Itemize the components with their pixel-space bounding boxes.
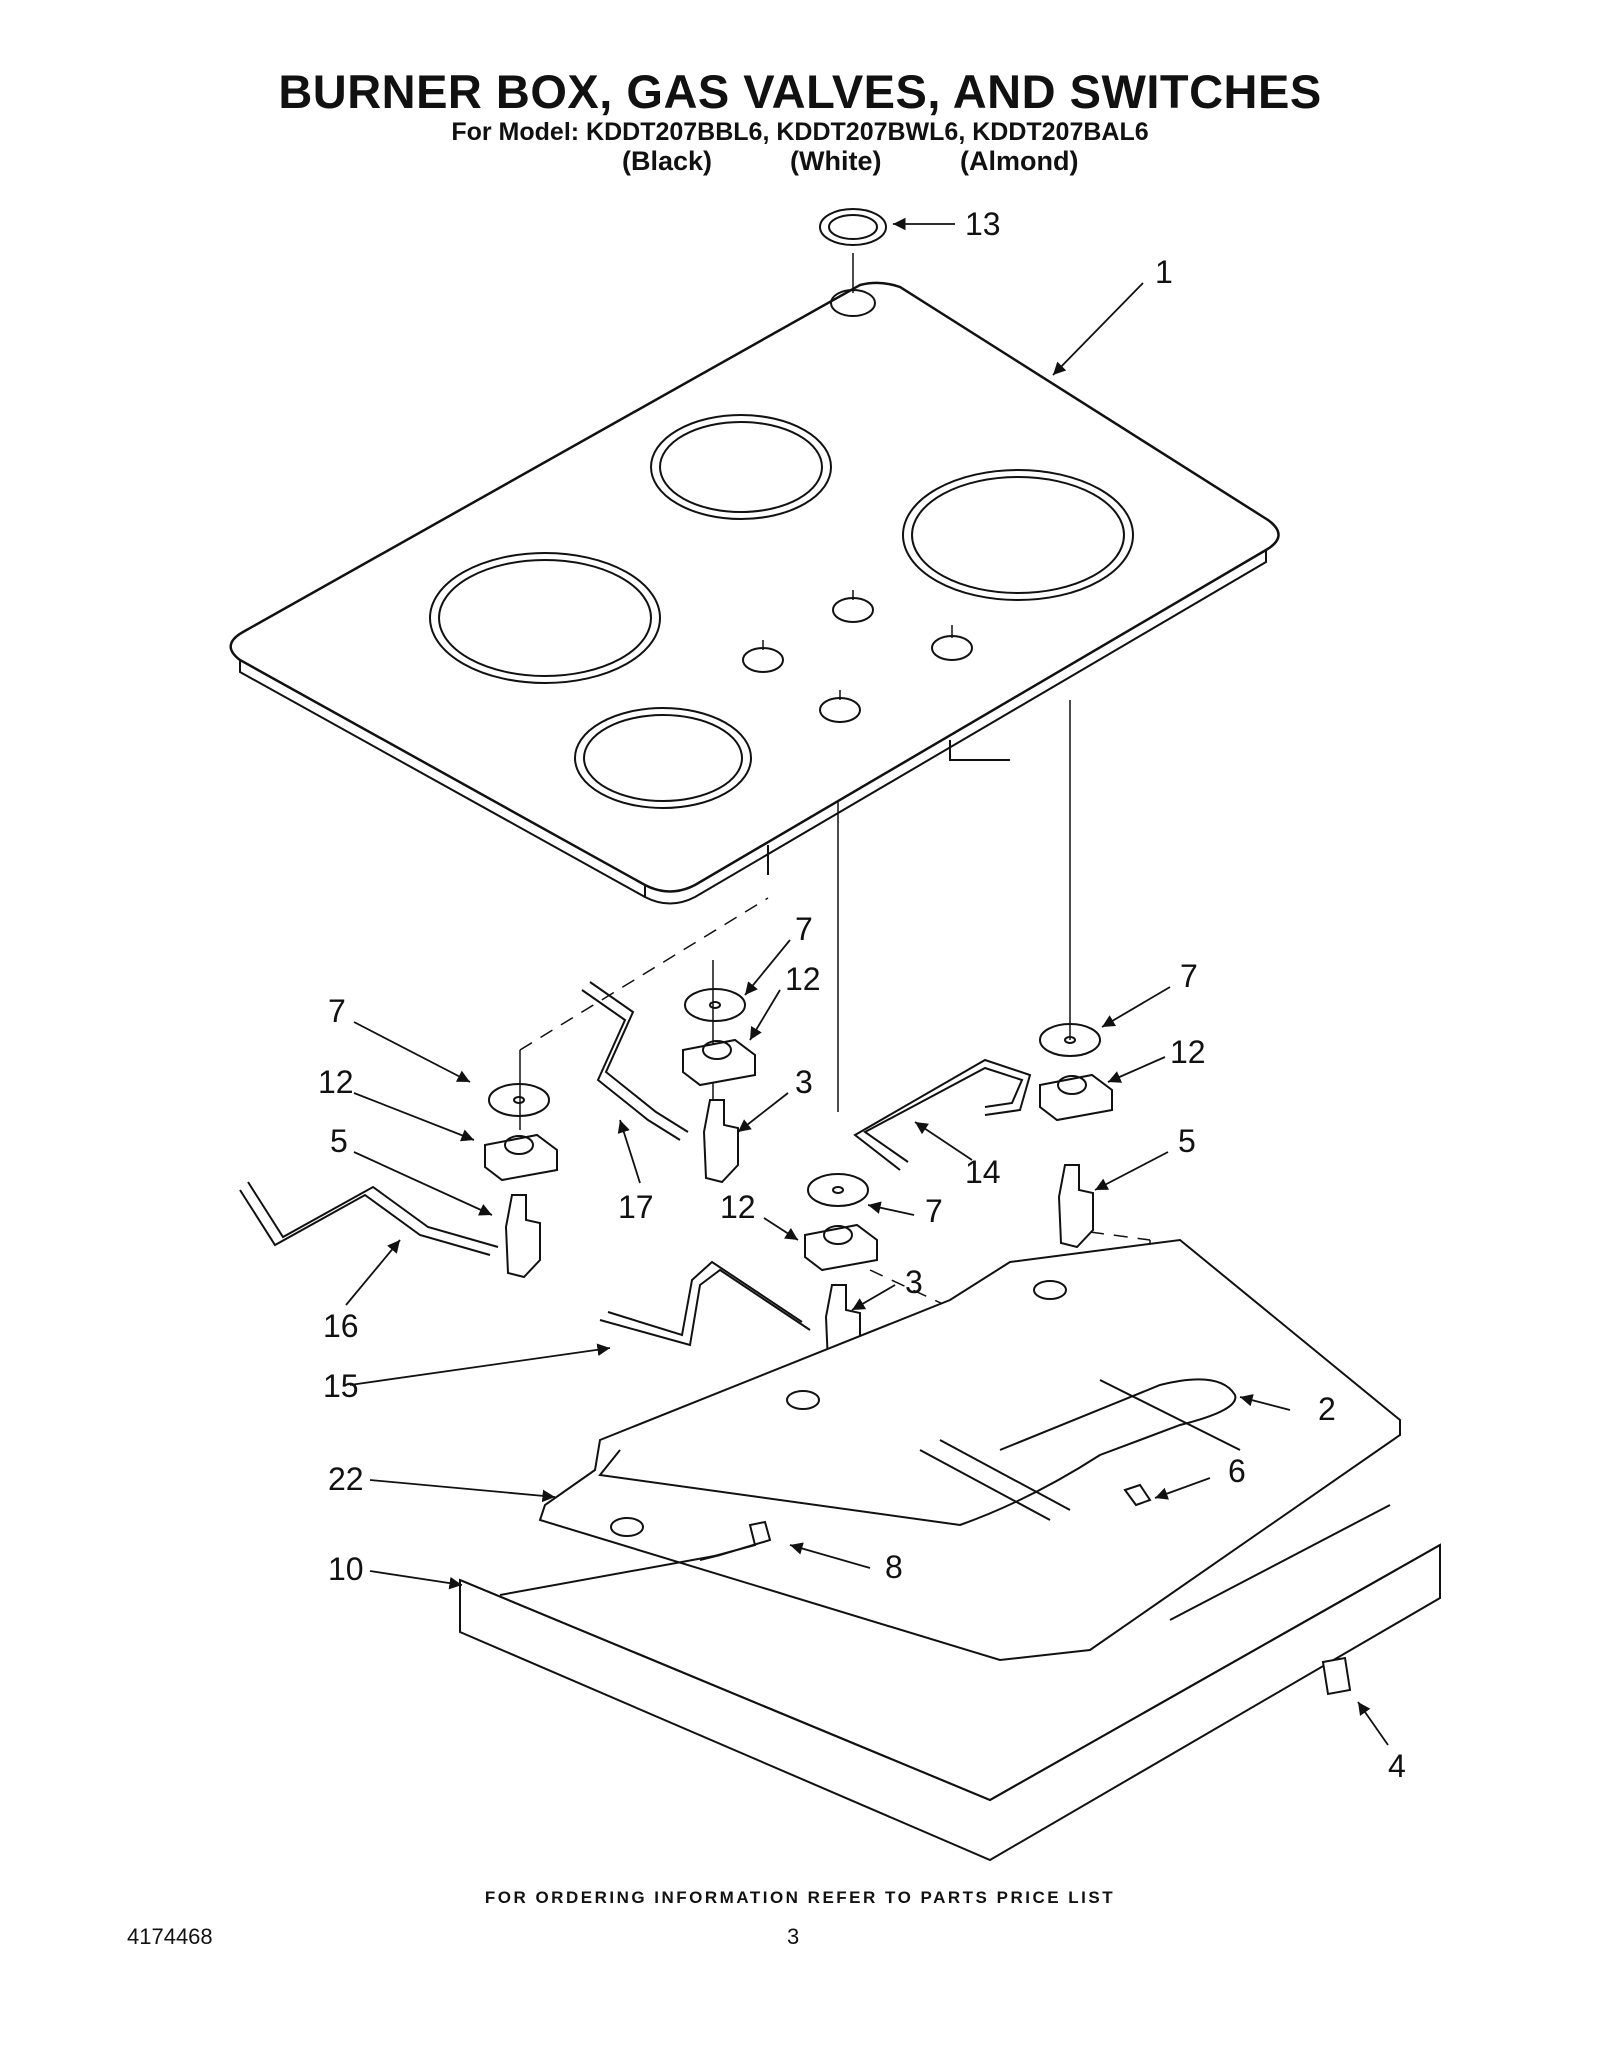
document-number: 4174468 xyxy=(127,1924,213,1949)
washer-group xyxy=(488,988,1101,1207)
switch-block-group xyxy=(484,1038,1113,1272)
ordering-note: FOR ORDERING INFORMATION REFER TO PARTS … xyxy=(484,1888,1116,1907)
model-subtitle: For Model: KDDT207BBL6, KDDT207BWL6, KDD… xyxy=(451,118,1149,146)
variant-white: (White) xyxy=(790,146,882,176)
callout-7-front: 7 xyxy=(925,1193,943,1229)
callout-5-left: 5 xyxy=(330,1123,348,1159)
callout-5-right: 5 xyxy=(1178,1123,1196,1159)
callout-12-center: 12 xyxy=(785,961,821,997)
callout-4: 4 xyxy=(1388,1748,1406,1784)
callout-3-rear: 3 xyxy=(795,1064,813,1100)
callout-1: 1 xyxy=(1155,254,1173,290)
gas-tubing-group xyxy=(239,981,1032,1347)
callout-13: 13 xyxy=(965,206,1001,242)
callout-16: 16 xyxy=(323,1308,359,1344)
seal-ring xyxy=(819,208,887,246)
cooktop-top-panel xyxy=(229,281,1280,905)
variant-black: (Black) xyxy=(622,146,713,176)
page-title: BURNER BOX, GAS VALVES, AND SWITCHES xyxy=(278,65,1322,118)
page-number: 3 xyxy=(787,1924,800,1949)
callout-10: 10 xyxy=(328,1551,364,1587)
callout-22: 22 xyxy=(328,1461,364,1497)
variant-almond: (Almond) xyxy=(960,146,1079,176)
burner-box xyxy=(459,1238,1441,1862)
callout-12-left: 12 xyxy=(318,1064,354,1100)
callout-6: 6 xyxy=(1228,1453,1246,1489)
callout-7-center: 7 xyxy=(795,911,813,947)
callout-14: 14 xyxy=(965,1154,1001,1190)
leader-arrows xyxy=(345,217,1389,1746)
callout-7-left: 7 xyxy=(328,993,346,1029)
callout-7-right: 7 xyxy=(1180,958,1198,994)
callout-2: 2 xyxy=(1318,1391,1336,1427)
callout-17: 17 xyxy=(618,1189,654,1225)
callout-8: 8 xyxy=(885,1549,903,1585)
callout-3-front: 3 xyxy=(905,1264,923,1300)
callout-15: 15 xyxy=(323,1368,359,1404)
callout-12-front: 12 xyxy=(720,1189,756,1225)
callout-12-right: 12 xyxy=(1170,1034,1206,1070)
